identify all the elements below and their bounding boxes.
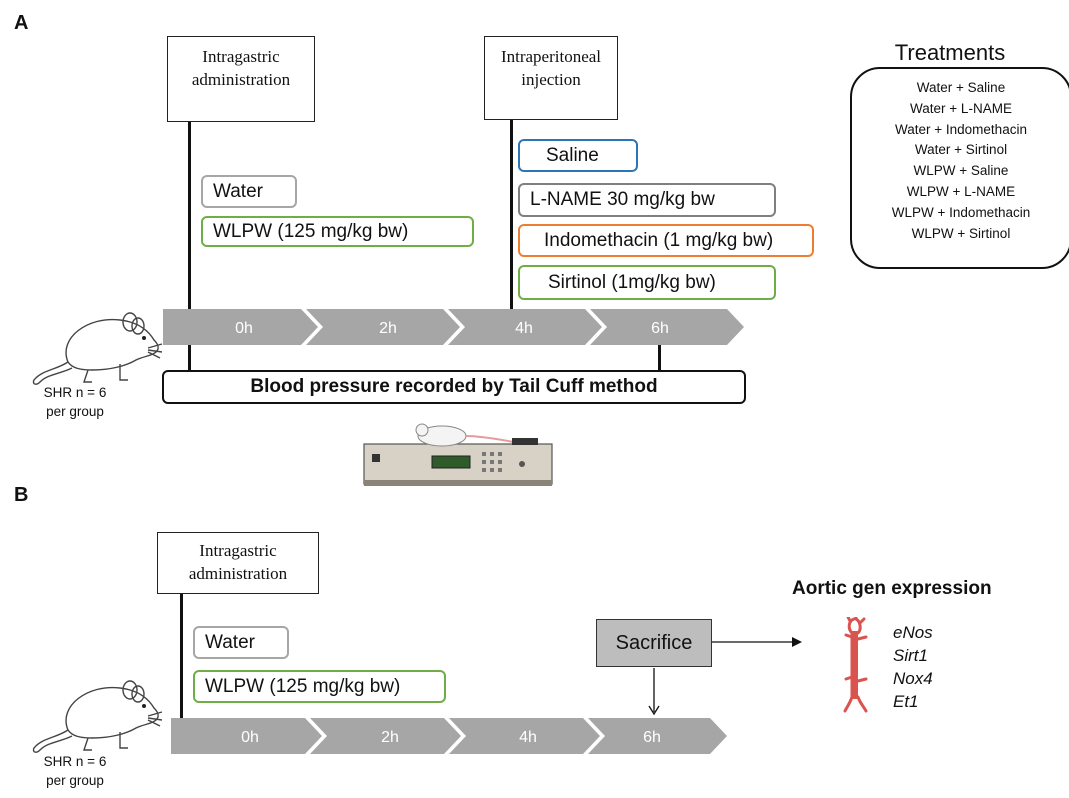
panel-b-timeline: 0h 2h 4h 6h: [171, 718, 727, 754]
panel-a-ip-sirtinol: Sirtinol (1mg/kg bw): [518, 265, 776, 300]
panel-a-animal-caption-line1: SHR n = 6: [43, 385, 107, 400]
panel-a-timeline-step-4h: [448, 309, 602, 345]
panel-a-bp-box: Blood pressure recorded by Tail Cuff met…: [162, 370, 746, 404]
panel-a-animal-caption: SHR n = 6 per group: [20, 383, 130, 421]
rat-icon: [32, 312, 163, 385]
panel-a-bp-label: Blood pressure recorded by Tail Cuff met…: [250, 376, 658, 397]
treatment-item: WLPW + Sirtinol: [911, 225, 1011, 241]
panel-a-ip-lname: L-NAME 30 mg/kg bw: [518, 183, 776, 217]
panel-a-timeline-step-2h: [306, 309, 460, 345]
aorta-icon: [843, 617, 868, 713]
treatment-item: Water + Indomethacin: [895, 121, 1027, 137]
panel-b-tick-0h: 0h: [241, 729, 259, 746]
panel-a-tick-0h: 0h: [235, 320, 253, 337]
arrow-to-timeline-head: [648, 705, 660, 716]
panel-a-timeline-step-6h: [590, 309, 744, 345]
gene-item: Sirt1: [893, 646, 928, 665]
rat-icon: [32, 680, 163, 753]
panel-b-group-water: Water: [193, 626, 289, 659]
gene-item: Nox4: [893, 669, 933, 688]
panel-a-group-wlpw-label: WLPW (125 mg/kg bw): [213, 220, 409, 242]
panel-a-intraperitoneal-box: Intraperitoneal injection: [484, 36, 618, 120]
treatment-item: WLPW + Saline: [913, 163, 1009, 179]
sacrifice-box: Sacrifice: [596, 619, 712, 667]
panel-b-tick-2h: 2h: [381, 729, 399, 746]
panel-b-time-line-0h: [180, 592, 183, 748]
sacrifice-label: Sacrifice: [615, 631, 693, 654]
panel-a-ip-saline: Saline: [518, 139, 638, 172]
treatment-item: WLPW + Indomethacin: [891, 204, 1031, 220]
treatment-item: WLPW + L-NAME: [906, 183, 1016, 199]
treatment-item: Water + Saline: [916, 80, 1006, 95]
panel-a-tick-4h: 4h: [515, 320, 533, 337]
panel-a-timeline-step-0h: [163, 309, 318, 345]
panel-a-group-water-label: Water: [213, 180, 263, 202]
panel-a-ip-sirtinol-label: Sirtinol (1mg/kg bw): [548, 271, 716, 293]
arrow-to-expression-head: [792, 637, 802, 647]
panel-b-group-water-label: Water: [205, 631, 255, 653]
panel-b-intragastric-label: Intragastric administration: [188, 541, 288, 583]
panel-a-ip-lname-label: L-NAME 30 mg/kg bw: [530, 189, 715, 210]
panel-a-letter: A: [14, 12, 29, 34]
panel-a-animal-caption-line2: per group: [46, 404, 104, 419]
panel-a-group-water: Water: [201, 175, 297, 208]
panel-a-time-line-6h: [658, 344, 661, 372]
panel-a-ip-indomethacin: Indomethacin (1 mg/kg bw): [518, 224, 814, 257]
panel-a-tick-2h: 2h: [379, 320, 397, 337]
panel-a-intragastric-box: Intragastric administration: [167, 36, 315, 122]
panel-a-intragastric-label: Intragastric administration: [191, 47, 291, 89]
gene-item: Et1: [893, 692, 919, 711]
panel-a-ip-indomethacin-label: Indomethacin (1 mg/kg bw): [544, 229, 774, 251]
panel-b-arrows: [648, 637, 802, 716]
panel-b-timeline-step-0h: [171, 718, 322, 754]
gene-list: eNos Sirt1 Nox4 Et1: [893, 621, 933, 713]
panel-b-letter: B: [14, 484, 29, 506]
panel-b-intragastric-box: Intragastric administration: [157, 532, 319, 594]
panel-b-animal-caption: SHR n = 6 per group: [20, 752, 130, 790]
treatment-item: Water + Sirtinol: [914, 142, 1008, 158]
panel-b-group-wlpw-label: WLPW (125 mg/kg bw): [205, 675, 401, 697]
treatments-box: Water + Saline Water + L-NAME Water + In…: [850, 67, 1069, 269]
treatments-title: Treatments: [894, 40, 1006, 65]
panel-b-group-wlpw: WLPW (125 mg/kg bw): [193, 670, 446, 703]
tail-cuff-device-icon: [363, 423, 553, 486]
panel-a-intraperitoneal-label: Intraperitoneal injection: [500, 47, 602, 89]
panel-b-tick-6h: 6h: [643, 729, 661, 746]
panel-b-timeline-step-4h: [449, 718, 600, 754]
panel-a-timeline: 0h 2h 4h 6h: [163, 309, 744, 345]
panel-a-ip-saline-label: Saline: [546, 144, 599, 166]
aorta-trunk: [852, 631, 858, 699]
panel-b-animal-caption-line1: SHR n = 6: [43, 754, 107, 769]
panel-a-group-wlpw: WLPW (125 mg/kg bw): [201, 216, 474, 247]
gene-item: eNos: [893, 623, 933, 642]
panel-b-tick-4h: 4h: [519, 729, 537, 746]
panel-b-timeline-step-2h: [310, 718, 461, 754]
panel-a-tick-6h: 6h: [651, 320, 669, 337]
panel-a-time-line-0h: [188, 120, 191, 370]
panel-b-timeline-step-6h: [588, 718, 727, 754]
treatment-item: Water + L-NAME: [910, 100, 1012, 116]
panel-a-time-line-4h: [510, 118, 513, 312]
panel-b-animal-caption-line2: per group: [46, 773, 104, 788]
expression-title: Aortic gen expression: [792, 578, 992, 599]
